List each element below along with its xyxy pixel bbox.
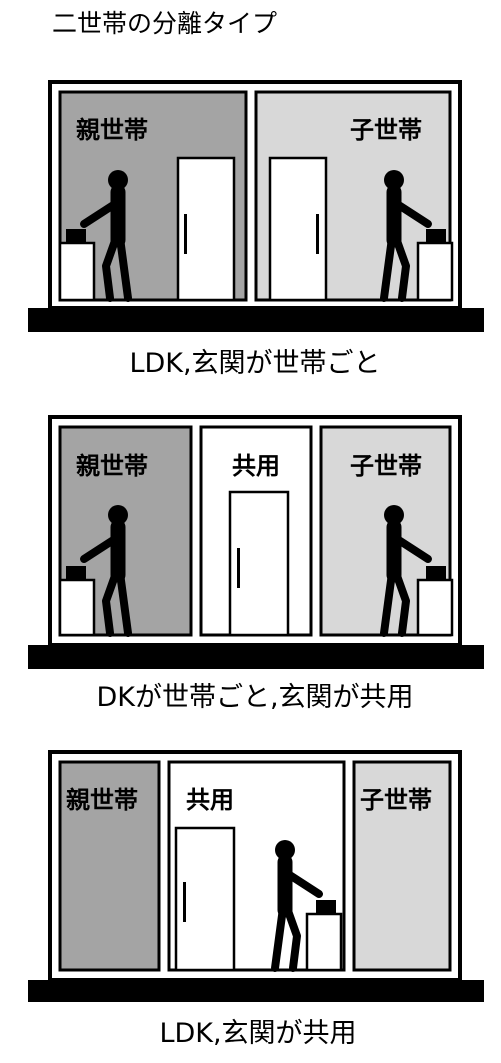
- counter: [305, 912, 343, 972]
- ground-bar: [28, 980, 484, 1002]
- page-title: 二世帯の分離タイプ: [52, 9, 277, 38]
- counter: [416, 241, 454, 302]
- room-child: [352, 760, 452, 972]
- counter-item: [66, 566, 86, 580]
- counter: [416, 578, 454, 637]
- door: [176, 156, 236, 302]
- room-label-parent: 親世帯: [76, 452, 148, 480]
- room-label-child: 子世帯: [350, 116, 422, 144]
- room-parent: [58, 760, 161, 972]
- room-label-shared: 共用: [186, 786, 234, 814]
- counter-item: [66, 229, 86, 243]
- diagram-caption: DKが世帯ごと,玄関が共用: [96, 682, 413, 713]
- diagram-caption: LDK,玄関が共用: [159, 1018, 356, 1049]
- counter: [58, 241, 96, 302]
- door-handle: [183, 882, 186, 922]
- door-handle: [237, 548, 240, 588]
- counter: [58, 578, 96, 637]
- room-label-child: 子世帯: [350, 452, 422, 480]
- counter-item: [316, 900, 336, 914]
- door-handle: [316, 214, 319, 254]
- diagram-2: 親世帯 共用 子世帯 DKが世帯ごと,玄関が共用: [28, 415, 484, 713]
- room-label-child: 子世帯: [360, 786, 432, 814]
- counter-item: [426, 566, 446, 580]
- ground-bar: [28, 308, 484, 332]
- diagram-1: 親世帯 子世帯 LDK,玄関が世帯ごと: [28, 80, 484, 379]
- diagram-caption: LDK,玄関が世帯ごと: [129, 348, 380, 379]
- ground-bar: [28, 645, 484, 669]
- diagram-3: 親世帯 共用 子世帯 LDK,玄関が共用: [28, 750, 484, 1049]
- counter-item: [426, 229, 446, 243]
- room-label-shared: 共用: [232, 452, 280, 480]
- room-label-parent: 親世帯: [66, 786, 138, 814]
- door-handle: [184, 214, 187, 254]
- room-label-parent: 親世帯: [76, 116, 148, 144]
